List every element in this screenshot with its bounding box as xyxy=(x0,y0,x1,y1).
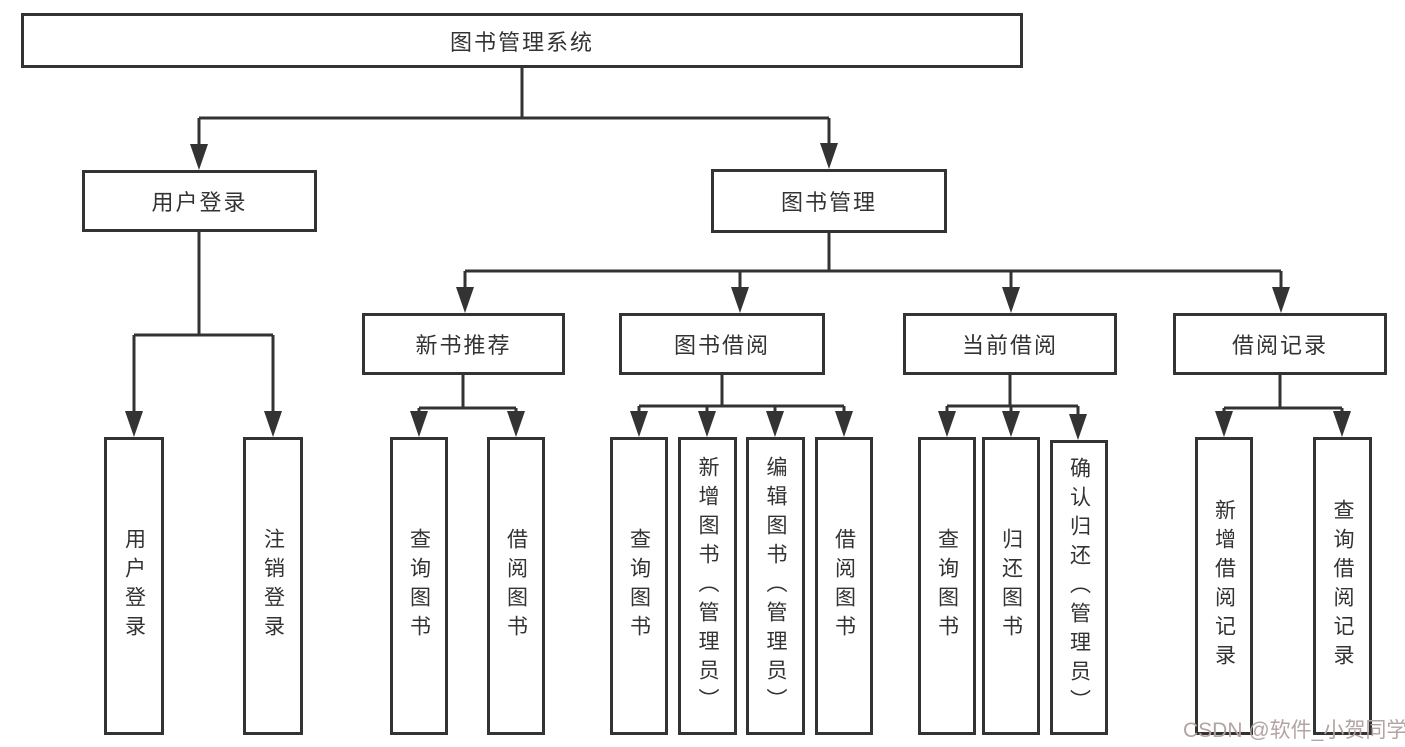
node-label: 新增借阅记录 xyxy=(1212,499,1236,673)
leaf-return-book: 归还图书 xyxy=(982,437,1040,735)
connector-new-book-recommend-children xyxy=(417,375,518,417)
node-label: 当前借阅 xyxy=(961,333,1058,358)
leaf-query-books-current: 查询图书 xyxy=(918,437,976,735)
node-user-login: 用户登录 xyxy=(82,170,317,232)
connector-book-borrow-children xyxy=(637,375,846,417)
node-label: 编辑图书（管理员） xyxy=(764,455,787,717)
leaf-confirm-return-admin: 确认归还（管理员） xyxy=(1050,440,1108,735)
node-label: 注销登录 xyxy=(261,528,285,644)
node-library-management-system: 图书管理系统 xyxy=(21,13,1023,68)
node-book-borrow: 图书借阅 xyxy=(619,313,825,375)
leaf-add-book-admin: 新增图书（管理员） xyxy=(678,437,737,735)
node-label: 用户登录 xyxy=(151,190,248,215)
node-label: 查询图书 xyxy=(935,528,959,644)
node-label: 查询图书 xyxy=(627,528,651,644)
arrowheads xyxy=(125,143,1351,440)
node-label: 借阅图书 xyxy=(832,528,856,644)
leaf-add-borrow-record: 新增借阅记录 xyxy=(1195,437,1253,735)
leaf-query-borrow-record: 查询借阅记录 xyxy=(1313,437,1372,735)
node-label: 借阅记录 xyxy=(1231,333,1328,358)
node-borrow-records: 借阅记录 xyxy=(1173,313,1387,375)
node-label: 查询借阅记录 xyxy=(1331,499,1354,673)
node-label: 用户登录 xyxy=(122,528,146,644)
node-book-management: 图书管理 xyxy=(711,169,947,233)
connector-book-management-children xyxy=(463,233,1283,293)
node-label: 图书管理 xyxy=(780,190,877,215)
csdn-watermark: CSDN @软件_小贺同学 xyxy=(1183,719,1405,742)
node-label: 归还图书 xyxy=(999,528,1023,644)
leaf-logout: 注销登录 xyxy=(243,437,303,735)
leaf-user-login: 用户登录 xyxy=(104,437,164,735)
node-label: 借阅图书 xyxy=(504,528,528,644)
leaf-borrow-book: 借阅图书 xyxy=(815,437,873,735)
leaf-query-books-recommend: 查询图书 xyxy=(390,437,448,735)
node-label: 确认归还（管理员） xyxy=(1067,457,1091,718)
connector-root-to-level2 xyxy=(197,68,831,150)
connector-user-login-children xyxy=(132,230,275,417)
leaf-query-books-borrow: 查询图书 xyxy=(610,437,668,735)
leaf-borrow-books-recommend: 借阅图书 xyxy=(487,437,545,735)
node-label: 新书推荐 xyxy=(415,333,512,358)
node-label: 图书借阅 xyxy=(673,333,770,358)
node-label: 图书管理系统 xyxy=(449,29,594,55)
connector-borrow-records-children xyxy=(1222,375,1344,417)
leaf-edit-book-admin: 编辑图书（管理员） xyxy=(746,437,805,735)
node-new-book-recommend: 新书推荐 xyxy=(362,313,565,375)
node-current-borrow: 当前借阅 xyxy=(903,313,1117,375)
node-label: 查询图书 xyxy=(407,528,431,644)
node-label: 新增图书（管理员） xyxy=(696,455,719,717)
